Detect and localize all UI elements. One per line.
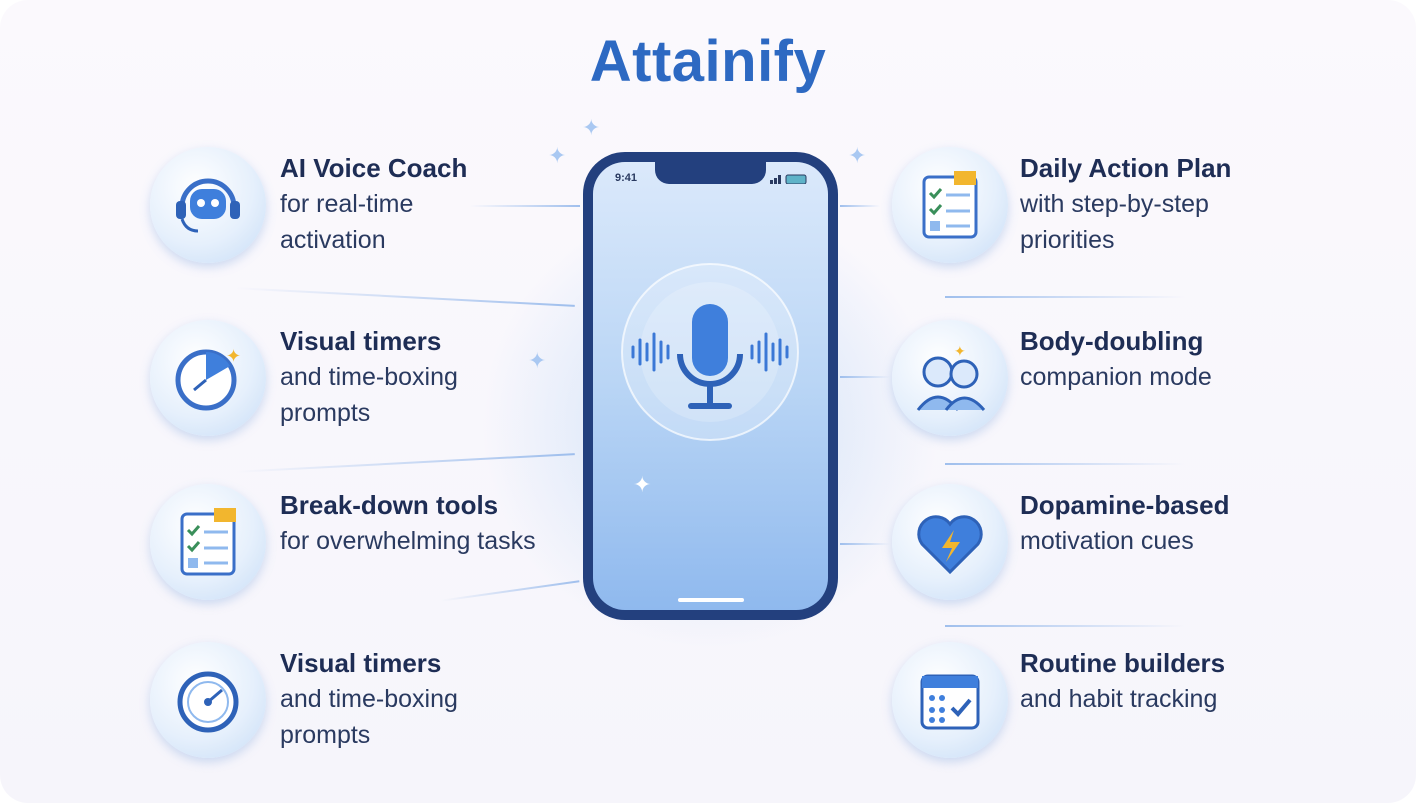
feature-text: priorities [1020,226,1115,254]
feature-text: for overwhelming tasks [280,527,536,555]
feature-text: and time-boxing [280,363,458,391]
heart-bolt-icon [892,484,1008,600]
feature-ai-voice-coach: AI Voice Coach for real-time activation [280,150,580,258]
feature-heading: Visual timers [280,326,442,356]
feature-visual-timers-2: Visual timers and time-boxing prompts [280,645,580,753]
stopwatch-icon [150,642,266,758]
feature-text: activation [280,226,386,254]
feature-text: companion mode [1020,363,1212,391]
clock-icon: ✦ [150,320,266,436]
feature-break-down-tools: Break-down tools for overwhelming tasks [280,487,600,559]
feature-routine-builders: Routine builders and habit tracking [1020,645,1320,717]
svg-text:✦: ✦ [226,346,241,366]
feature-text: motivation cues [1020,527,1194,555]
robot-headset-icon [150,147,266,263]
microphone-icon [621,263,799,441]
feature-heading: Break-down tools [280,490,499,520]
two-people-icon: ✦ [892,320,1008,436]
phone-notch [655,162,766,184]
app-title: Attainify [589,29,827,94]
phone-screen: 9:41 ✦ [593,162,828,610]
signal-battery-icon [770,174,807,184]
sparkle-icon: ✦ [528,348,547,373]
feature-heading: Dopamine-based [1020,490,1230,520]
feature-visual-timers: Visual timers and time-boxing prompts [280,323,580,431]
feature-heading: Routine builders [1020,648,1226,678]
feature-heading: Body-doubling [1020,326,1204,356]
feature-daily-action-plan: Daily Action Plan with step-by-step prio… [1020,150,1320,258]
connector-line [470,205,580,207]
sparkle-icon: ✦ [582,115,601,140]
sparkle-icon: ✦ [548,143,567,168]
feature-text: prompts [280,399,371,427]
feature-text: and habit tracking [1020,685,1218,713]
connector-line [945,463,1185,465]
feature-text: for real-time [280,190,414,218]
feature-dopamine-based: Dopamine-based motivation cues [1020,487,1320,559]
clipboard-checklist-icon [892,147,1008,263]
feature-text: and time-boxing [280,685,458,713]
connector-line [945,625,1185,627]
phone-mockup: 9:41 ✦ [583,152,838,620]
home-indicator [678,598,744,602]
connector-line [840,205,880,207]
sparkle-icon: ✦ [848,143,867,168]
feature-heading: AI Voice Coach [280,153,468,183]
connector-line [840,376,890,378]
sparkle-icon: ✦ [633,472,652,497]
feature-text: with step-by-step [1020,190,1209,218]
feature-body-doubling: Body-doubling companion mode [1020,323,1320,395]
feature-text: prompts [280,721,371,749]
checklist-icon [150,484,266,600]
svg-text:✦: ✦ [954,343,966,359]
connector-line [840,543,890,545]
calendar-check-icon [892,642,1008,758]
connector-line [945,296,1185,298]
feature-heading: Daily Action Plan [1020,153,1232,183]
feature-heading: Visual timers [280,648,442,678]
status-time: 9:41 [615,172,638,184]
